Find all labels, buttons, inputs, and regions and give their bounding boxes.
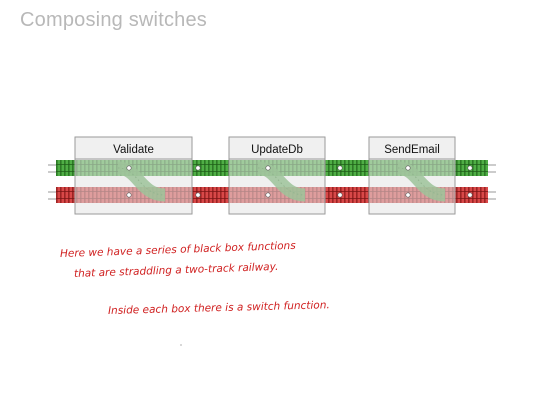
rail-stubs [48, 164, 496, 200]
slide-title: Composing switches [20, 9, 208, 31]
function-box-validate: Validate [74, 136, 193, 215]
joint-markers [126, 165, 473, 198]
decorative-dot [180, 344, 182, 346]
function-box-label: UpdateDb [251, 144, 303, 156]
function-box-updatedb: UpdateDb [228, 136, 326, 215]
function-box-label: Validate [113, 144, 154, 156]
function-box-sendemail: SendEmail [368, 136, 456, 215]
function-box-label: SendEmail [384, 144, 440, 156]
